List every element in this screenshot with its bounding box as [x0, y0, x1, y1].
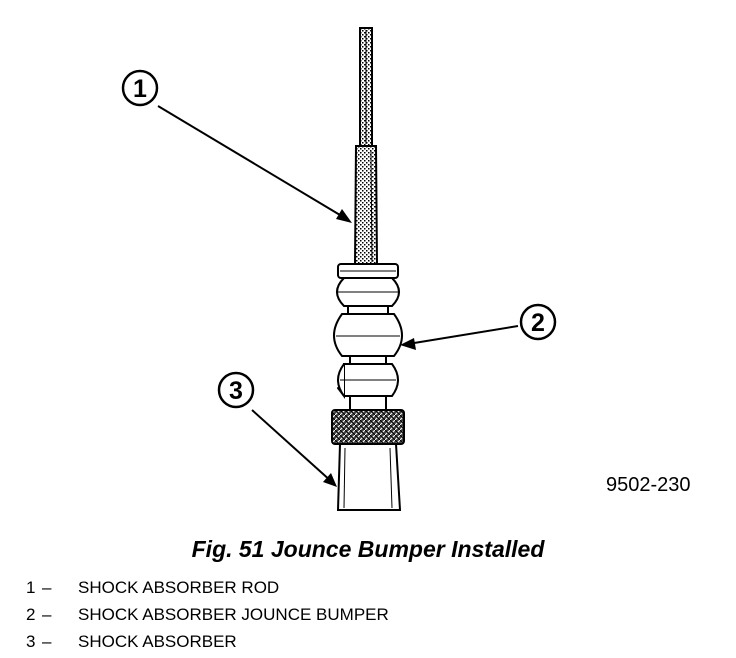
callout-1: 1	[121, 69, 159, 107]
callout-3: 3	[217, 371, 255, 409]
legend-label: SHOCK ABSORBER ROD	[78, 578, 280, 597]
legend-number: 2	[26, 605, 36, 624]
callout-number: 2	[531, 309, 545, 337]
callout-number: 3	[229, 377, 243, 405]
leader-arrows	[157, 105, 519, 487]
leader-arrow-1	[157, 105, 346, 219]
legend-item: 2– SHOCK ABSORBER JOUNCE BUMPER	[26, 601, 389, 628]
legend-separator: –	[42, 578, 52, 597]
callout-2: 2	[519, 303, 557, 341]
legend-label: SHOCK ABSORBER	[78, 632, 237, 651]
legend-item: 1– SHOCK ABSORBER ROD	[26, 574, 389, 601]
arrowhead-1	[336, 209, 352, 223]
figure-caption: Fig. 51 Jounce Bumper Installed	[191, 536, 545, 562]
leader-arrow-3	[251, 409, 333, 483]
callout-number: 1	[133, 75, 147, 103]
legend-separator: –	[42, 632, 52, 651]
arrowhead-2	[400, 338, 416, 350]
jounce-bumper	[333, 263, 403, 411]
legend-number: 1	[26, 578, 36, 597]
legend-number: 3	[26, 632, 36, 651]
legend-list: 1–SHOCK ABSORBER ROD 2–SHOCK ABSORBER JO…	[26, 574, 389, 655]
figure-code: 9502-230	[606, 474, 691, 496]
shock-absorber-rod	[353, 27, 379, 265]
legend-separator: –	[42, 605, 52, 624]
legend-label: SHOCK ABSORBER JOUNCE BUMPER	[78, 605, 389, 624]
leader-arrow-2	[407, 325, 519, 345]
legend-item: 3– SHOCK ABSORBER	[26, 628, 389, 655]
arrowhead-3	[323, 473, 337, 487]
shock-absorber-body	[331, 409, 405, 511]
shock-absorber-illustration: 1 2 3	[121, 27, 557, 511]
